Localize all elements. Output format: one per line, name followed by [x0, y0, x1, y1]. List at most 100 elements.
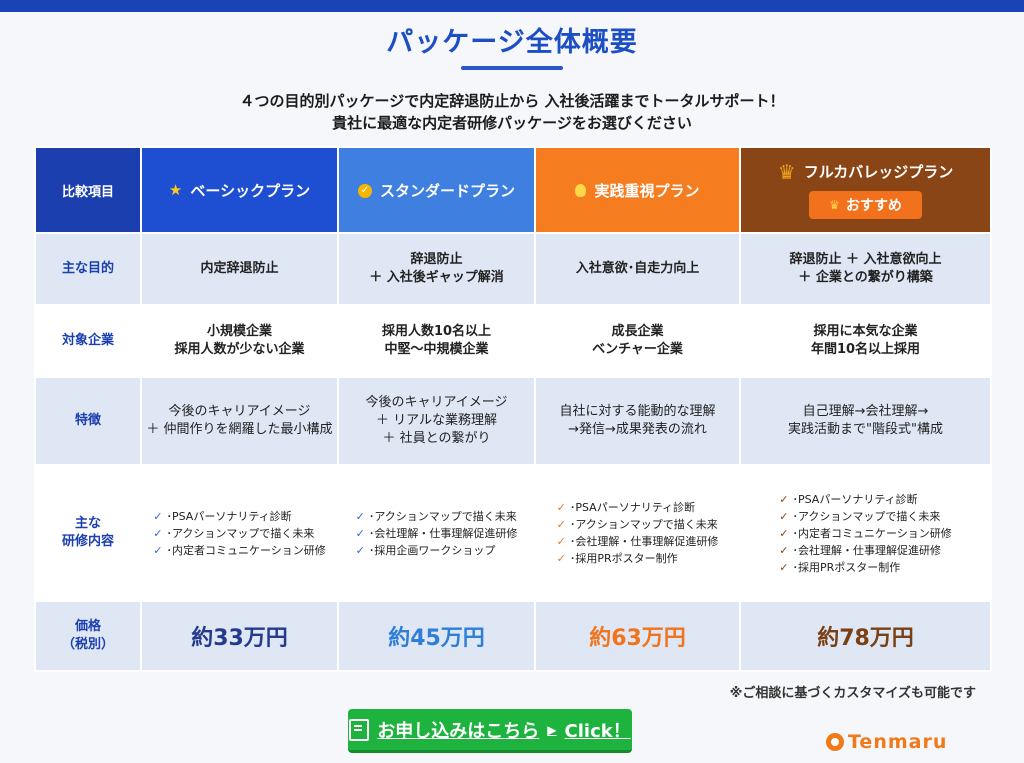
recommend-badge-label: おすすめ [845, 197, 902, 214]
lightbulb-icon [575, 183, 587, 197]
row-label-line: 研修内容 [61, 534, 114, 549]
cell-line: 小規模企業 [206, 324, 272, 339]
cell-line: 辞退防止 ＋ 入社意欲向上 [789, 252, 942, 267]
table-row-training: 主な 研修内容 ✓･PSAパーソナリティ診断 ✓･アクションマップで描く未来 ✓… [34, 464, 992, 602]
list-item: ✓･アクションマップで描く未来 [779, 508, 952, 525]
cell-goal-practice: 入社意欲･自走力向上 [534, 232, 741, 306]
check-icon: ✓ [556, 518, 566, 531]
cell-line: 採用人数が少ない企業 [174, 342, 305, 357]
price-practice: 約63万円 [589, 626, 686, 651]
check-icon: ✓ [355, 509, 365, 523]
cell-goal-basic: 内定辞退防止 [140, 232, 339, 306]
cell-line: →発信→成果発表の流れ [568, 422, 707, 437]
apply-button-click: Click！ [564, 720, 631, 742]
price-full-coverage: 約78万円 [817, 626, 914, 651]
price-basic: 約33万円 [191, 626, 288, 651]
list-item-text: ･採用PRポスター制作 [569, 552, 678, 565]
cell-line: 実践活動まで"階段式"構成 [788, 422, 943, 437]
crown-small-icon: ♛ [829, 197, 840, 212]
play-triangle-icon: ▶ [547, 722, 557, 737]
plan-name-basic: ベーシックプラン [190, 181, 311, 200]
cell-price-practice: 約63万円 [534, 600, 741, 672]
cell-line: 成長企業 [611, 324, 664, 339]
cell-target-standard: 採用人数10名以上 中堅～中規模企業 [337, 304, 536, 378]
plan-name-standard: スタンダードプラン [379, 182, 515, 200]
list-item: ✓･アクションマップで描く未来 [356, 508, 518, 525]
star-icon: ★ [168, 180, 183, 199]
list-item: ✓･PSAパーソナリティ診断 [153, 508, 326, 525]
logo-mark-icon [826, 733, 844, 751]
cell-line: 年間10名以上採用 [810, 342, 921, 357]
cell-goal-full-coverage: 辞退防止 ＋ 入社意欲向上 ＋ 企業との繋がり構築 [739, 232, 992, 306]
check-icon: ✓ [556, 552, 566, 565]
row-label-goal: 主な目的 [34, 232, 142, 306]
list-item-text: ･アクションマップで描く未来 [166, 526, 315, 540]
row-label-price: 価格 （税別） [34, 600, 142, 672]
list-item-text: ･採用PRポスター制作 [792, 560, 901, 574]
plan-header-full-coverage: ♛ フルカバレッジプラン ♛ おすすめ [739, 146, 992, 234]
cell-line: 自己理解→会社理解→ [802, 404, 929, 419]
price-standard: 約45万円 [388, 626, 485, 651]
list-item-text: ･会社理解・仕事理解促進研修 [368, 526, 518, 540]
title-underline [461, 66, 563, 70]
cell-line: 今後のキャリアイメージ [365, 395, 508, 410]
check-icon: ✓ [556, 501, 566, 514]
form-edit-icon [349, 718, 370, 741]
cell-target-full-coverage: 採用に本気な企業 年間10名以上採用 [739, 304, 992, 378]
list-item-text: ･内定者コミュニケーション研修 [792, 526, 952, 540]
list-item: ✓･会社理解・仕事理解促進研修 [557, 533, 719, 550]
cell-line: 入社意欲･自走力向上 [575, 261, 700, 276]
cell-line: ＋ 仲間作りを網羅した最小構成 [146, 422, 333, 437]
list-item-text: ･採用企画ワークショップ [368, 543, 496, 557]
plan-header-basic: ★ ベーシックプラン [140, 146, 339, 234]
check-icon: ✓ [355, 526, 365, 540]
row-label-line: 主な [74, 516, 101, 531]
list-item: ✓･アクションマップで描く未来 [153, 525, 326, 542]
list-item: ✓･アクションマップで描く未来 [557, 516, 719, 533]
cell-price-standard: 約45万円 [337, 600, 536, 672]
cell-features-basic: 今後のキャリアイメージ ＋ 仲間作りを網羅した最小構成 [140, 376, 339, 466]
cell-line: ＋ 入社後ギャップ解消 [369, 270, 504, 285]
customize-note: ※ご相談に基づくカスタマイズも可能です [729, 686, 976, 701]
list-item-text: ･PSAパーソナリティ診断 [569, 501, 696, 514]
check-icon: ✓ [779, 509, 789, 523]
cell-line: 今後のキャリアイメージ [168, 404, 311, 419]
list-item: ✓･PSAパーソナリティ診断 [779, 491, 952, 508]
list-item: ✓･会社理解・仕事理解促進研修 [779, 542, 952, 559]
list-item: ✓･内定者コミュニケーション研修 [153, 542, 326, 559]
list-item-text: ･アクションマップで描く未来 [792, 509, 941, 523]
list-item: ✓･採用企画ワークショップ [356, 542, 518, 559]
tenmaru-logo: Tenmaru [826, 731, 947, 753]
table-row-target: 対象企業 小規模企業 採用人数が少ない企業 採用人数10名以上 中堅～中規模企業… [34, 304, 992, 378]
list-item-text: ･アクションマップで描く未来 [569, 518, 718, 531]
top-bar [0, 0, 1024, 12]
check-icon: ✓ [779, 543, 789, 557]
cell-line: 中堅～中規模企業 [384, 342, 489, 357]
cell-features-full-coverage: 自己理解→会社理解→ 実践活動まで"階段式"構成 [739, 376, 992, 466]
row-label-target: 対象企業 [34, 304, 142, 378]
list-item: ✓･会社理解・仕事理解促進研修 [356, 525, 518, 542]
cell-line: 辞退防止 [410, 252, 463, 267]
list-item-text: ･内定者コミュニケーション研修 [166, 543, 326, 557]
list-item-text: ･会社理解・仕事理解促進研修 [569, 535, 719, 548]
subtitle-line-1: ４つの目的別パッケージで内定辞退防止から 入社後活躍までトータルサポート！ [239, 92, 785, 110]
corner-label: 比較項目 [34, 146, 142, 234]
check-icon: ✓ [153, 509, 163, 523]
list-item: ✓･採用PRポスター制作 [557, 550, 719, 567]
apply-button[interactable]: お申し込みはこちら ▶ Click！ [348, 709, 632, 753]
cell-target-practice: 成長企業 ベンチャー企業 [534, 304, 741, 378]
cell-line: ＋ 社員との繋がり [382, 431, 491, 446]
cell-training-practice: ✓･PSAパーソナリティ診断 ✓･アクションマップで描く未来 ✓･会社理解・仕事… [534, 464, 741, 602]
plan-header-standard: ✓ スタンダードプラン [337, 146, 536, 234]
cell-goal-standard: 辞退防止 ＋ 入社後ギャップ解消 [337, 232, 536, 306]
cell-line: ＋ リアルな業務理解 [375, 413, 497, 428]
cell-line: 採用に本気な企業 [813, 324, 918, 339]
row-label-features: 特徴 [34, 376, 142, 466]
check-icon: ✓ [556, 535, 566, 548]
cell-line: 内定辞退防止 [200, 261, 279, 276]
list-item-text: ･会社理解・仕事理解促進研修 [792, 543, 941, 557]
row-label-training: 主な 研修内容 [34, 464, 142, 602]
check-icon: ✓ [153, 526, 163, 540]
list-item-text: ･アクションマップで描く未来 [368, 509, 517, 523]
check-circle-icon: ✓ [357, 183, 372, 198]
